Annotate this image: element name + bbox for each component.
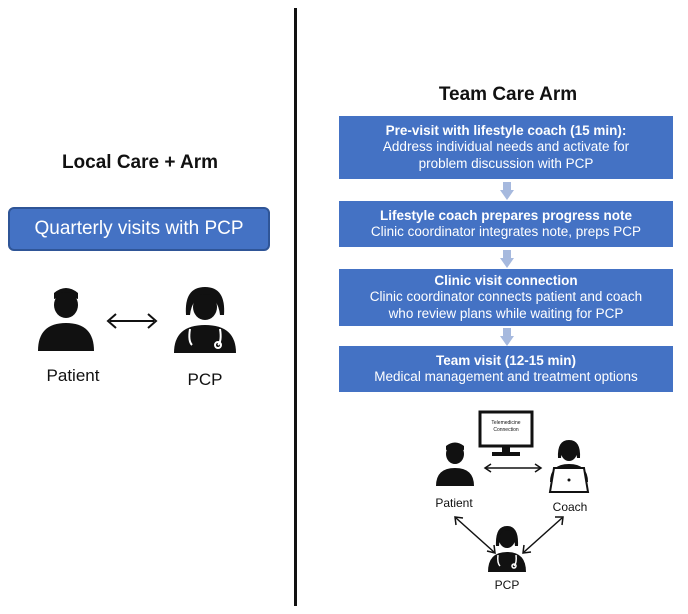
double-arrow-icon (106, 313, 158, 329)
step-line: Address individual needs and activate fo… (382, 139, 630, 155)
step-clinic-connection-box: Clinic visit connection Clinic coordinat… (339, 269, 673, 326)
step-heading: Pre-visit with lifestyle coach (15 min): (385, 123, 627, 139)
down-arrow-icon (500, 250, 514, 268)
step-line: Medical management and treatment options (374, 369, 638, 384)
step-heading: Team visit (12-15 min) (435, 352, 577, 368)
patient-icon (436, 442, 474, 486)
team-patient-label: Patient (435, 496, 473, 510)
step-team-visit-box: Team visit (12-15 min) Medical managemen… (339, 346, 673, 392)
coach-label: Coach (552, 500, 588, 514)
monitor-text-line: Telemedicine (491, 420, 521, 426)
step-previsit-box: Pre-visit with lifestyle coach (15 min):… (339, 116, 673, 179)
down-arrow-icon (500, 328, 514, 346)
coach-icon (548, 440, 590, 493)
step-line: Clinic coordinator connects patient and … (369, 289, 643, 305)
pcp-label: PCP (187, 370, 223, 389)
team-arm-title: Team Care Arm (438, 84, 578, 105)
monitor-icon (478, 410, 534, 456)
monitor-text: Telemedicine Connection (478, 420, 534, 434)
double-arrow-icon (522, 516, 564, 554)
step-progress-note-box: Lifestyle coach prepares progress note C… (339, 201, 673, 247)
local-arm-title: Local Care + Arm (61, 152, 219, 173)
step-line: who review plans while waiting for PCP (388, 305, 624, 321)
monitor-text-line: Connection (493, 427, 519, 433)
double-arrow-icon (483, 463, 543, 473)
step-line: problem discussion with PCP (418, 155, 594, 171)
pcp-doctor-icon (488, 526, 526, 572)
patient-icon (38, 288, 94, 351)
down-arrow-icon (500, 182, 514, 200)
step-heading: Clinic visit connection (434, 273, 578, 289)
step-line: Clinic coordinator integrates note, prep… (370, 224, 642, 239)
quarterly-visits-box: Quarterly visits with PCP (8, 207, 270, 251)
patient-label: Patient (46, 366, 100, 385)
pcp-doctor-icon (174, 287, 236, 353)
step-heading: Lifestyle coach prepares progress note (379, 207, 633, 223)
double-arrow-icon (454, 516, 496, 554)
column-divider (294, 8, 297, 606)
team-pcp-label: PCP (494, 578, 520, 592)
